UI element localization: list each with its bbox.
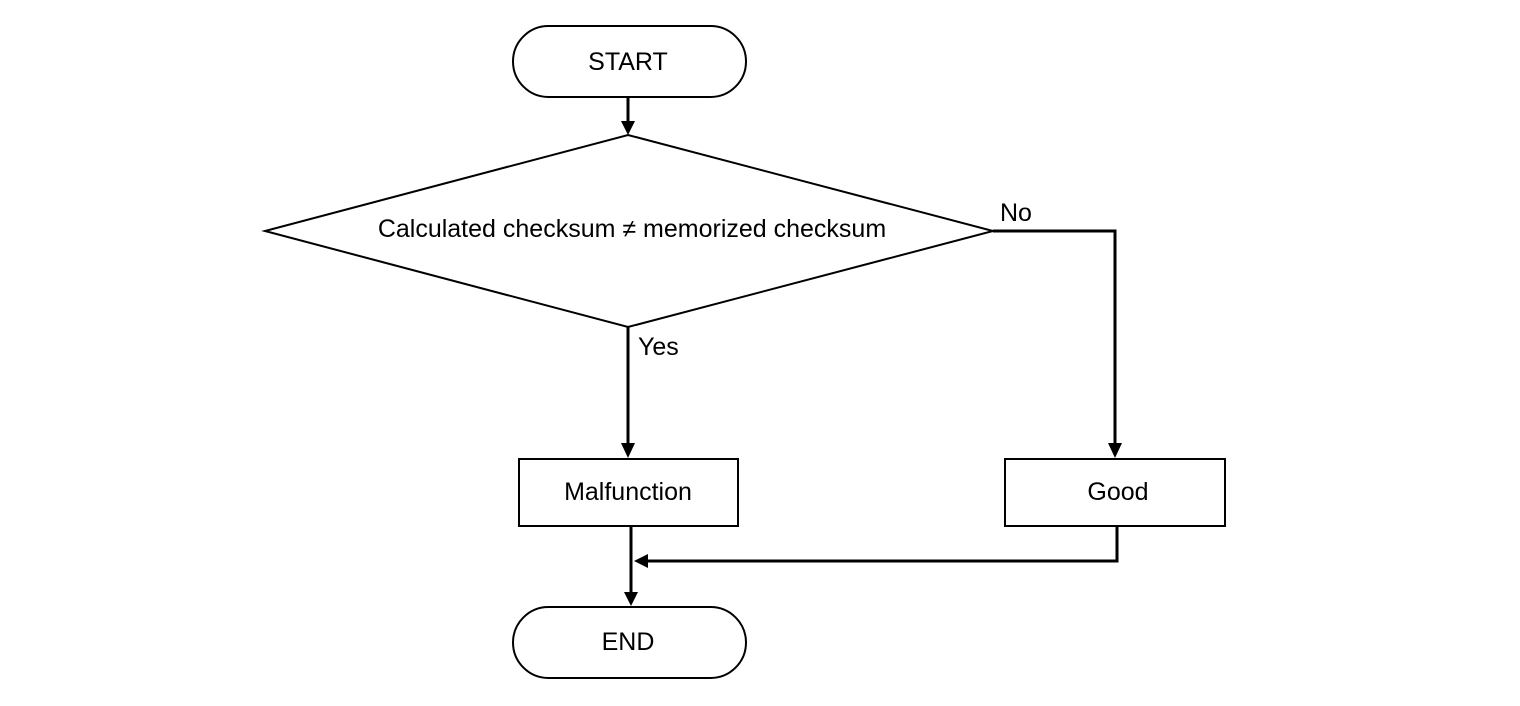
no-branch-line xyxy=(993,229,1117,443)
start-to-decision-connector xyxy=(621,97,635,135)
start-label: START xyxy=(588,48,668,76)
end-label: END xyxy=(602,628,655,656)
malfunction-label: Malfunction xyxy=(564,478,692,506)
malfunction-to-end-connector xyxy=(624,526,638,606)
malfunction-to-end-arrowhead xyxy=(624,592,638,606)
start-node: START xyxy=(512,25,747,98)
decision-node: Calculated checksum ≠ memorized checksum xyxy=(261,133,997,329)
end-terminator-shape xyxy=(512,606,747,679)
decision-label: Calculated checksum ≠ memorized checksum xyxy=(378,215,886,243)
no-branch-connector: No xyxy=(993,199,1122,458)
yes-branch-arrowhead xyxy=(621,443,635,458)
malfunction-node: Malfunction xyxy=(518,458,739,527)
no-branch-arrowhead xyxy=(1108,443,1122,458)
good-to-merge-arrowhead xyxy=(634,554,648,568)
good-to-merge-line xyxy=(648,526,1119,563)
end-node: END xyxy=(512,606,747,679)
good-to-merge-connector xyxy=(634,526,1119,568)
start-to-decision-arrowhead xyxy=(621,121,635,135)
yes-branch-label: Yes xyxy=(638,333,679,361)
good-node: Good xyxy=(1004,458,1226,527)
no-branch-label: No xyxy=(1000,199,1032,227)
good-label: Good xyxy=(1087,478,1148,506)
malfunction-process-box xyxy=(518,458,739,527)
good-process-box xyxy=(1004,458,1226,527)
yes-branch-connector: Yes xyxy=(621,327,679,458)
